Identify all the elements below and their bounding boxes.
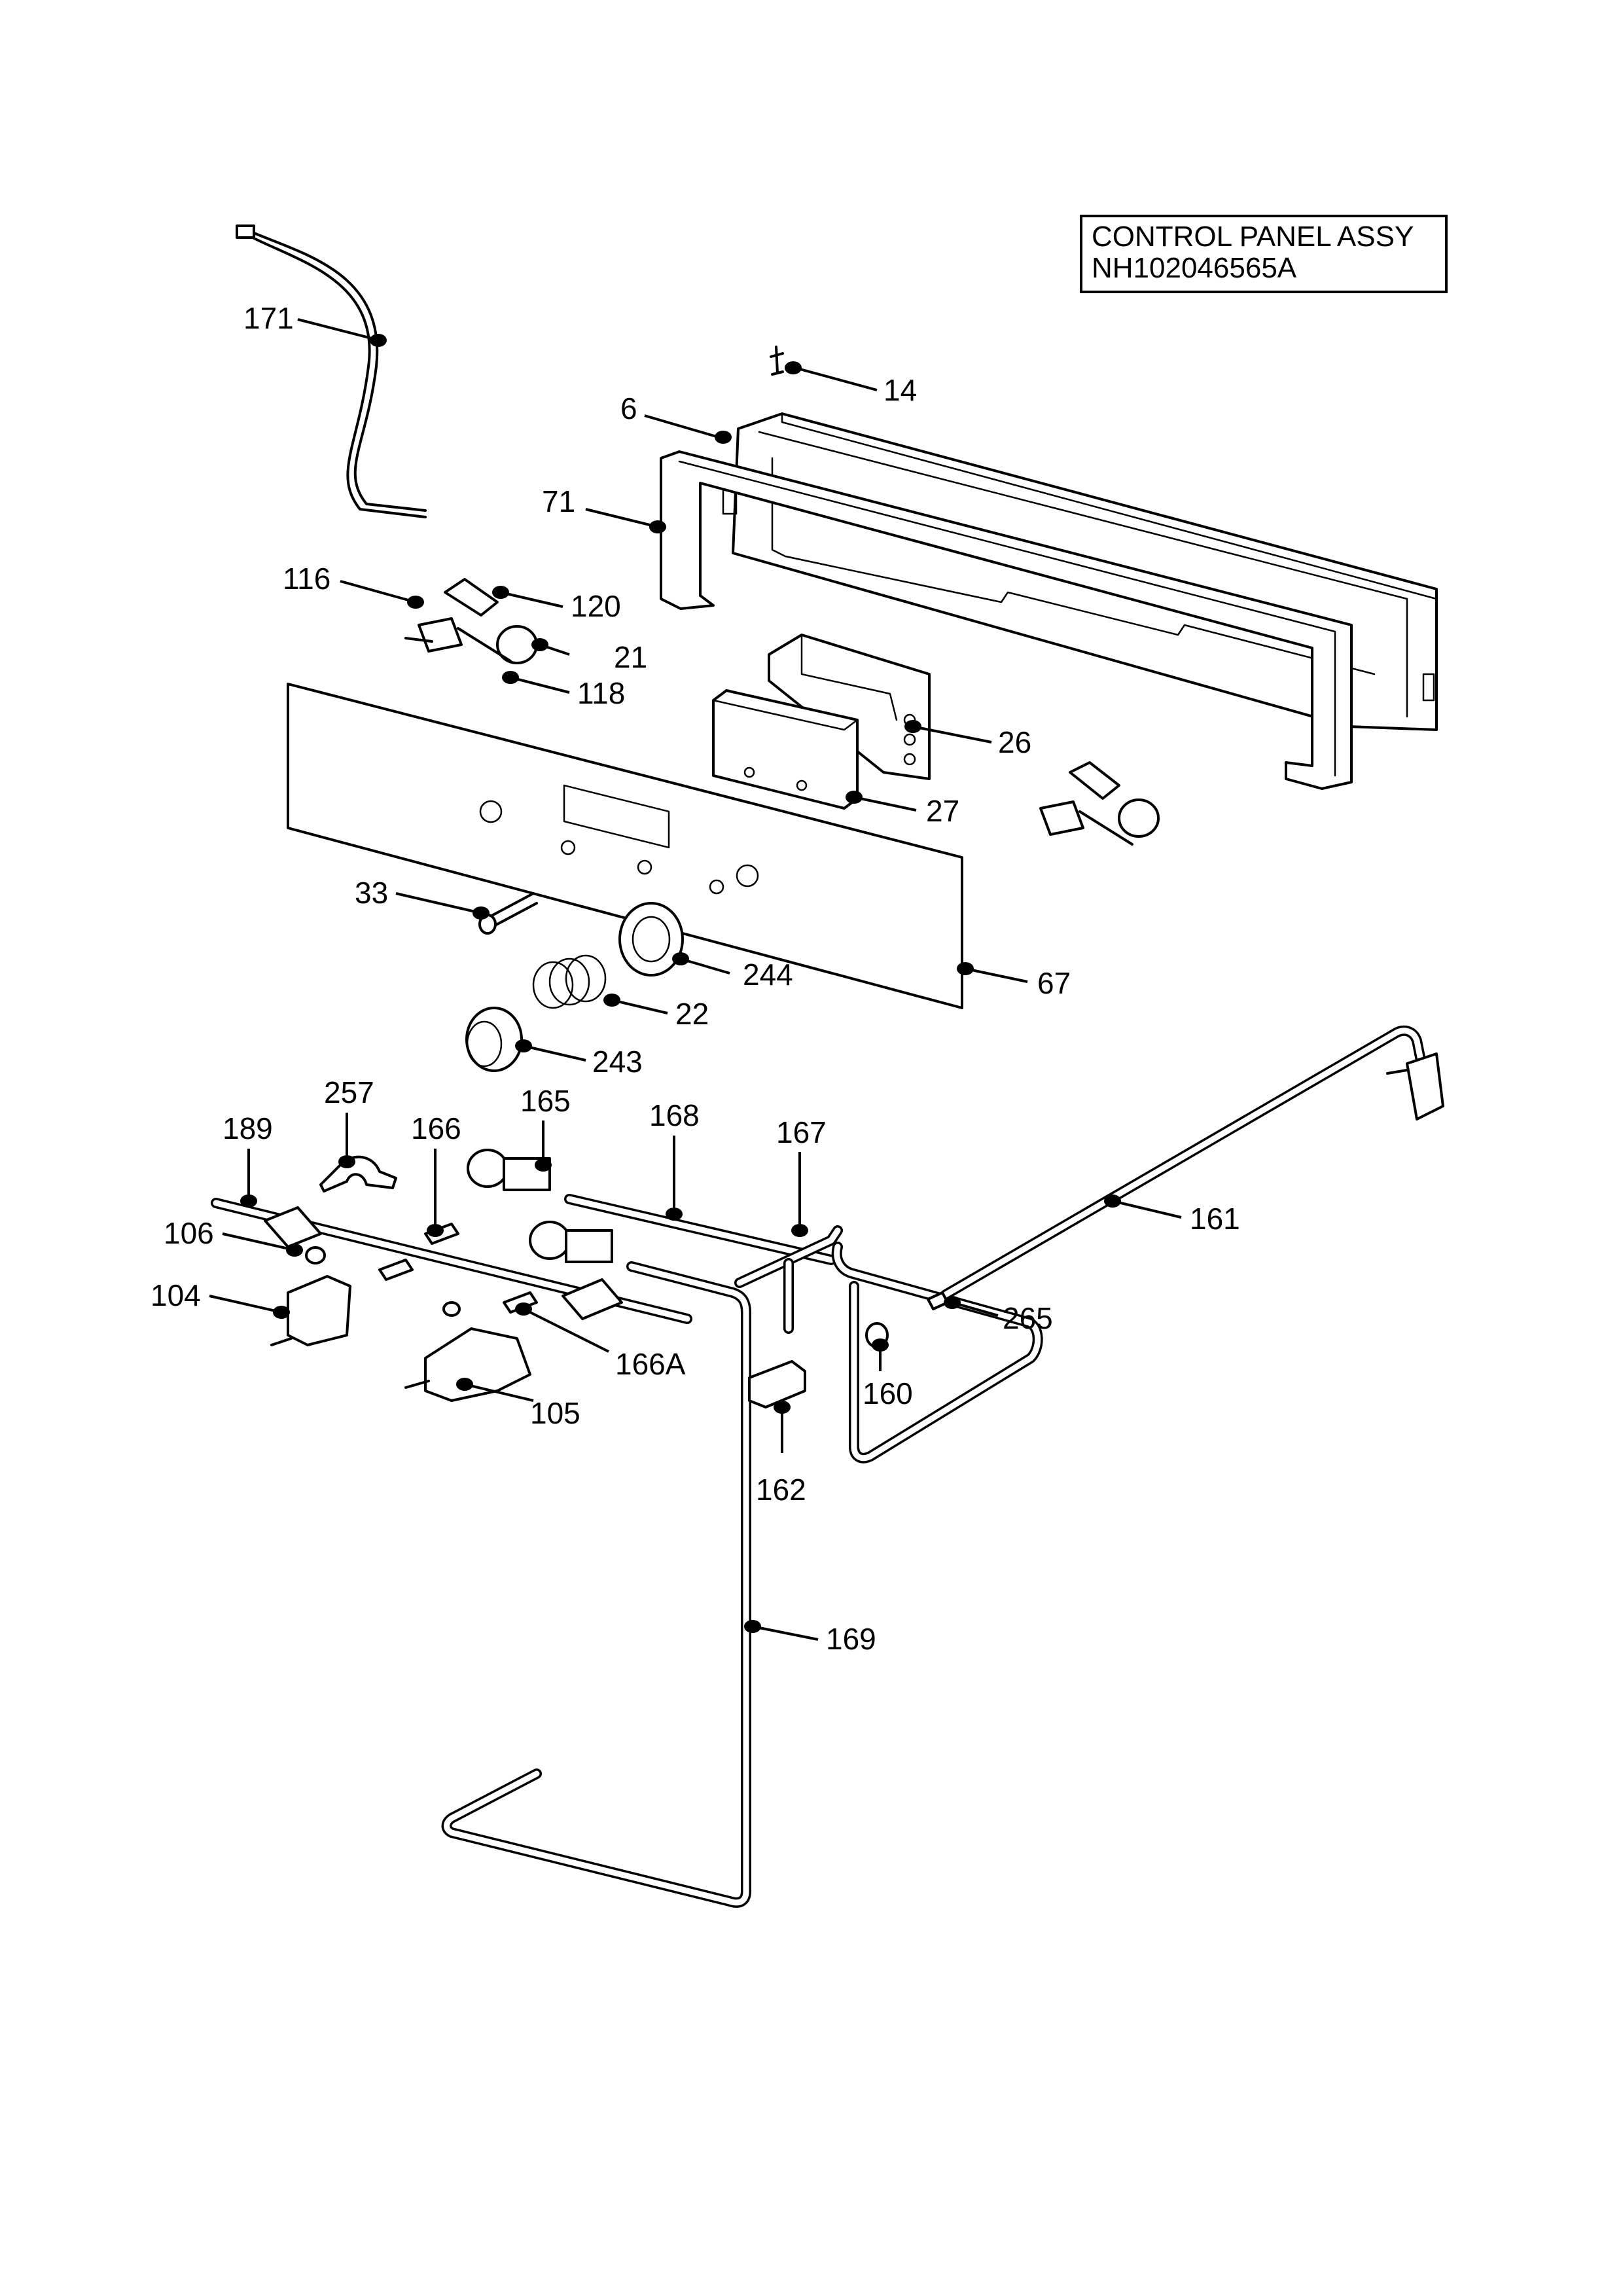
label-118: 118 (577, 676, 625, 710)
label-166a: 166A (615, 1347, 686, 1381)
label-171: 171 (243, 301, 294, 335)
label-167: 167 (776, 1115, 827, 1149)
leader-lines (209, 318, 1182, 1641)
wire-harness-171 (236, 224, 427, 518)
label-161: 161 (1190, 1202, 1240, 1236)
spring-22 (532, 954, 607, 1009)
valve-162 (748, 1360, 806, 1408)
jet-166 (378, 1223, 538, 1314)
part-labels: 171 14 6 71 116 120 21 118 26 27 33 244 … (151, 301, 1240, 1656)
label-162: 162 (756, 1473, 806, 1507)
label-6: 6 (620, 391, 637, 425)
label-265: 265 (1003, 1301, 1053, 1335)
leader-dots (240, 334, 1121, 1633)
label-165: 165 (520, 1084, 571, 1118)
title-line-1: CONTROL PANEL ASSY (1092, 221, 1414, 253)
label-67: 67 (1037, 966, 1071, 1000)
label-120: 120 (571, 589, 621, 623)
title-box: CONTROL PANEL ASSY NH102046565A (1080, 215, 1448, 293)
title-line-2: NH102046565A (1092, 252, 1297, 284)
bezel-244 (618, 902, 684, 977)
pipe-161 (940, 1025, 1444, 1300)
label-106: 106 (164, 1216, 214, 1250)
label-244: 244 (743, 958, 793, 992)
label-169: 169 (826, 1622, 876, 1656)
pipe-167 (734, 1225, 1043, 1463)
label-26: 26 (998, 725, 1031, 759)
label-27: 27 (926, 794, 959, 828)
clip-14 (770, 346, 784, 376)
label-166: 166 (411, 1111, 461, 1145)
label-105: 105 (530, 1396, 580, 1430)
pipe-169 (441, 1261, 751, 1908)
label-257: 257 (324, 1075, 374, 1109)
front-panel-67 (287, 683, 963, 1009)
valve-105 (404, 1301, 531, 1402)
label-116: 116 (283, 562, 330, 596)
switch-group-right (1039, 761, 1160, 846)
label-168: 168 (649, 1098, 700, 1132)
switch-group-left (404, 578, 538, 664)
clamp-257 (319, 1155, 397, 1193)
knob-243 (465, 1007, 523, 1072)
label-104: 104 (151, 1278, 201, 1312)
label-14: 14 (883, 373, 917, 407)
pipe-168 (564, 1194, 836, 1265)
label-22: 22 (675, 997, 709, 1031)
front-frame-71 (660, 450, 1353, 790)
label-189: 189 (223, 1111, 273, 1145)
label-160: 160 (863, 1376, 913, 1410)
label-33: 33 (355, 876, 388, 910)
label-21: 21 (614, 640, 647, 674)
manifold-189 (211, 1198, 692, 1324)
bracket-26 (768, 634, 931, 780)
label-243: 243 (592, 1045, 643, 1079)
label-71: 71 (542, 484, 575, 518)
valve-104 (270, 1275, 351, 1346)
